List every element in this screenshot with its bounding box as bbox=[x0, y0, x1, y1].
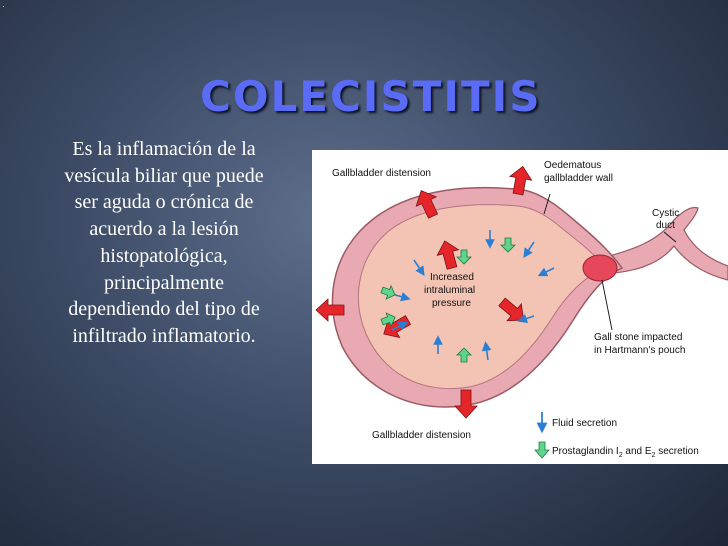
cystic-duct bbox=[601, 206, 728, 281]
pressure-arrow bbox=[498, 297, 524, 322]
fluid-arrow bbox=[537, 267, 555, 277]
label-wall-line1: Oedematous bbox=[544, 160, 601, 171]
prostaglandin-arrow bbox=[380, 284, 396, 300]
leader-lines bbox=[543, 193, 677, 331]
label-stone-line1: Gall stone impacted bbox=[594, 332, 682, 343]
fluid-arrow bbox=[523, 241, 535, 258]
slide-title: COLECISTITIS bbox=[200, 72, 542, 121]
fluid-arrow bbox=[413, 259, 425, 276]
legend-prostaglandin-swatch bbox=[534, 441, 550, 459]
label-distension-top: Gallbladder distension bbox=[332, 168, 431, 179]
label-wall-line2: gallbladder wall bbox=[544, 173, 613, 184]
pressure-arrow bbox=[454, 389, 478, 419]
stone-leader bbox=[601, 279, 613, 331]
wall-leader bbox=[543, 193, 551, 215]
prostaglandin-arrow bbox=[500, 237, 516, 253]
legend: Fluid secretion Prostaglandin I2 and E2 … bbox=[534, 412, 699, 459]
fluid-arrow bbox=[391, 321, 409, 331]
prostaglandin-arrows bbox=[380, 237, 516, 363]
slide-body-text: Es la inflamación de la vesícula biliar … bbox=[64, 138, 264, 347]
prostaglandin-arrow bbox=[380, 312, 396, 328]
gall-stone bbox=[582, 254, 618, 282]
pressure-arrow bbox=[508, 165, 533, 196]
gallbladder-diagram-svg: Gallbladder distension Oedematous gallbl… bbox=[315, 160, 728, 459]
prostaglandin-arrow bbox=[456, 249, 472, 265]
fluid-arrow bbox=[481, 341, 492, 361]
label-distension-bottom: Gallbladder distension bbox=[372, 430, 471, 441]
gallbladder-diagram: Gallbladder distension Oedematous gallbl… bbox=[312, 150, 728, 464]
label-pressure-line3: pressure bbox=[432, 298, 471, 309]
label-pressure-line1: Increased bbox=[430, 272, 474, 283]
corner-mark: · bbox=[2, 1, 5, 11]
label-cystic-line2: duct bbox=[656, 220, 675, 231]
legend-prostaglandin-label: Prostaglandin I2 and E2 secretion bbox=[552, 446, 699, 459]
label-pressure-line2: intraluminal bbox=[424, 285, 475, 296]
cystic-leader bbox=[663, 231, 677, 243]
prostaglandin-arrow bbox=[456, 347, 472, 363]
label-stone-line2: in Hartmann's pouch bbox=[594, 345, 685, 356]
fluid-arrow bbox=[517, 313, 535, 324]
pressure-arrow bbox=[315, 298, 345, 322]
label-cystic-line1: Cystic bbox=[652, 208, 679, 219]
pressure-arrow bbox=[436, 240, 460, 270]
gallbladder-lumen bbox=[357, 204, 607, 390]
pressure-arrow bbox=[415, 190, 439, 219]
legend-fluid-label: Fluid secretion bbox=[552, 418, 617, 429]
